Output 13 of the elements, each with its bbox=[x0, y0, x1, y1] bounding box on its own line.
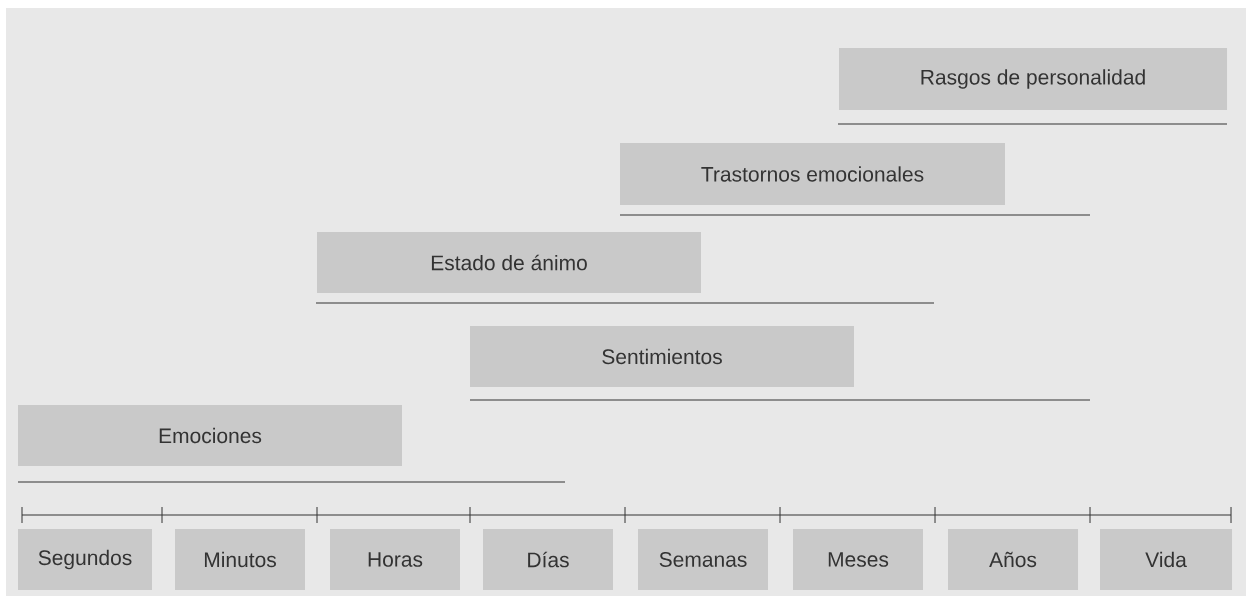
time-unit-box: Días bbox=[483, 529, 613, 590]
category-box: Trastornos emocionales bbox=[620, 143, 1005, 205]
category-box: Sentimientos bbox=[470, 326, 854, 387]
time-unit-box: Vida bbox=[1100, 529, 1232, 590]
time-unit-box: Minutos bbox=[175, 529, 305, 590]
time-unit-box: Años bbox=[948, 529, 1078, 590]
time-unit-box: Horas bbox=[330, 529, 460, 590]
category-box: Rasgos de personalidad bbox=[839, 48, 1227, 110]
category-box: Estado de ánimo bbox=[317, 232, 701, 293]
time-unit-box: Semanas bbox=[638, 529, 768, 590]
time-unit-box: Meses bbox=[793, 529, 923, 590]
time-unit-box: Segundos bbox=[18, 529, 152, 590]
category-box: Emociones bbox=[18, 405, 402, 466]
